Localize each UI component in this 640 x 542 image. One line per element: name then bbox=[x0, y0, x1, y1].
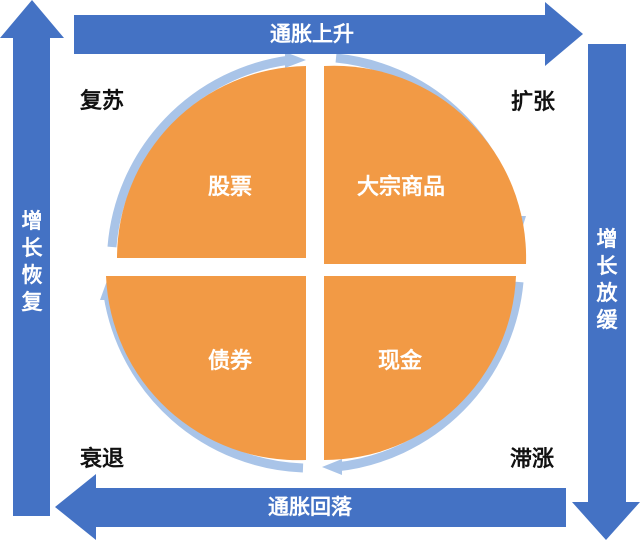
asset-label-commodities: 大宗商品 bbox=[357, 175, 446, 200]
arrow-top-label: 通胀上升 bbox=[270, 22, 354, 46]
arrow-left-label: 增长恢复 bbox=[21, 209, 43, 314]
arrow-bottom-label: 通胀回落 bbox=[268, 495, 352, 519]
quadrant-bottom-right bbox=[324, 276, 516, 461]
phase-label-expansion: 扩张 bbox=[511, 90, 556, 115]
asset-label-stocks: 股票 bbox=[208, 175, 253, 200]
phase-label-recovery: 复苏 bbox=[80, 89, 125, 114]
arrow-bottom bbox=[55, 474, 566, 540]
phase-label-recession: 衰退 bbox=[80, 447, 125, 472]
ring-arc-top-left bbox=[107, 55, 291, 248]
arrow-right-label: 增长放缓 bbox=[596, 227, 618, 332]
arrow-top bbox=[74, 2, 583, 66]
asset-label-cash: 现金 bbox=[378, 349, 423, 374]
arrow-right bbox=[572, 44, 640, 540]
quadrant-top-left bbox=[117, 66, 306, 258]
arrow-left bbox=[0, 0, 64, 516]
quadrant-top-right bbox=[324, 65, 527, 264]
ring-arrowhead-bottom-right bbox=[322, 459, 342, 475]
quadrant-bottom-left bbox=[106, 276, 306, 461]
ring-arrowhead-top-left bbox=[285, 52, 306, 68]
ring-arc-bottom-right bbox=[335, 281, 524, 472]
asset-label-bonds: 债券 bbox=[208, 349, 253, 374]
phase-label-stagflation: 滞涨 bbox=[510, 447, 555, 472]
